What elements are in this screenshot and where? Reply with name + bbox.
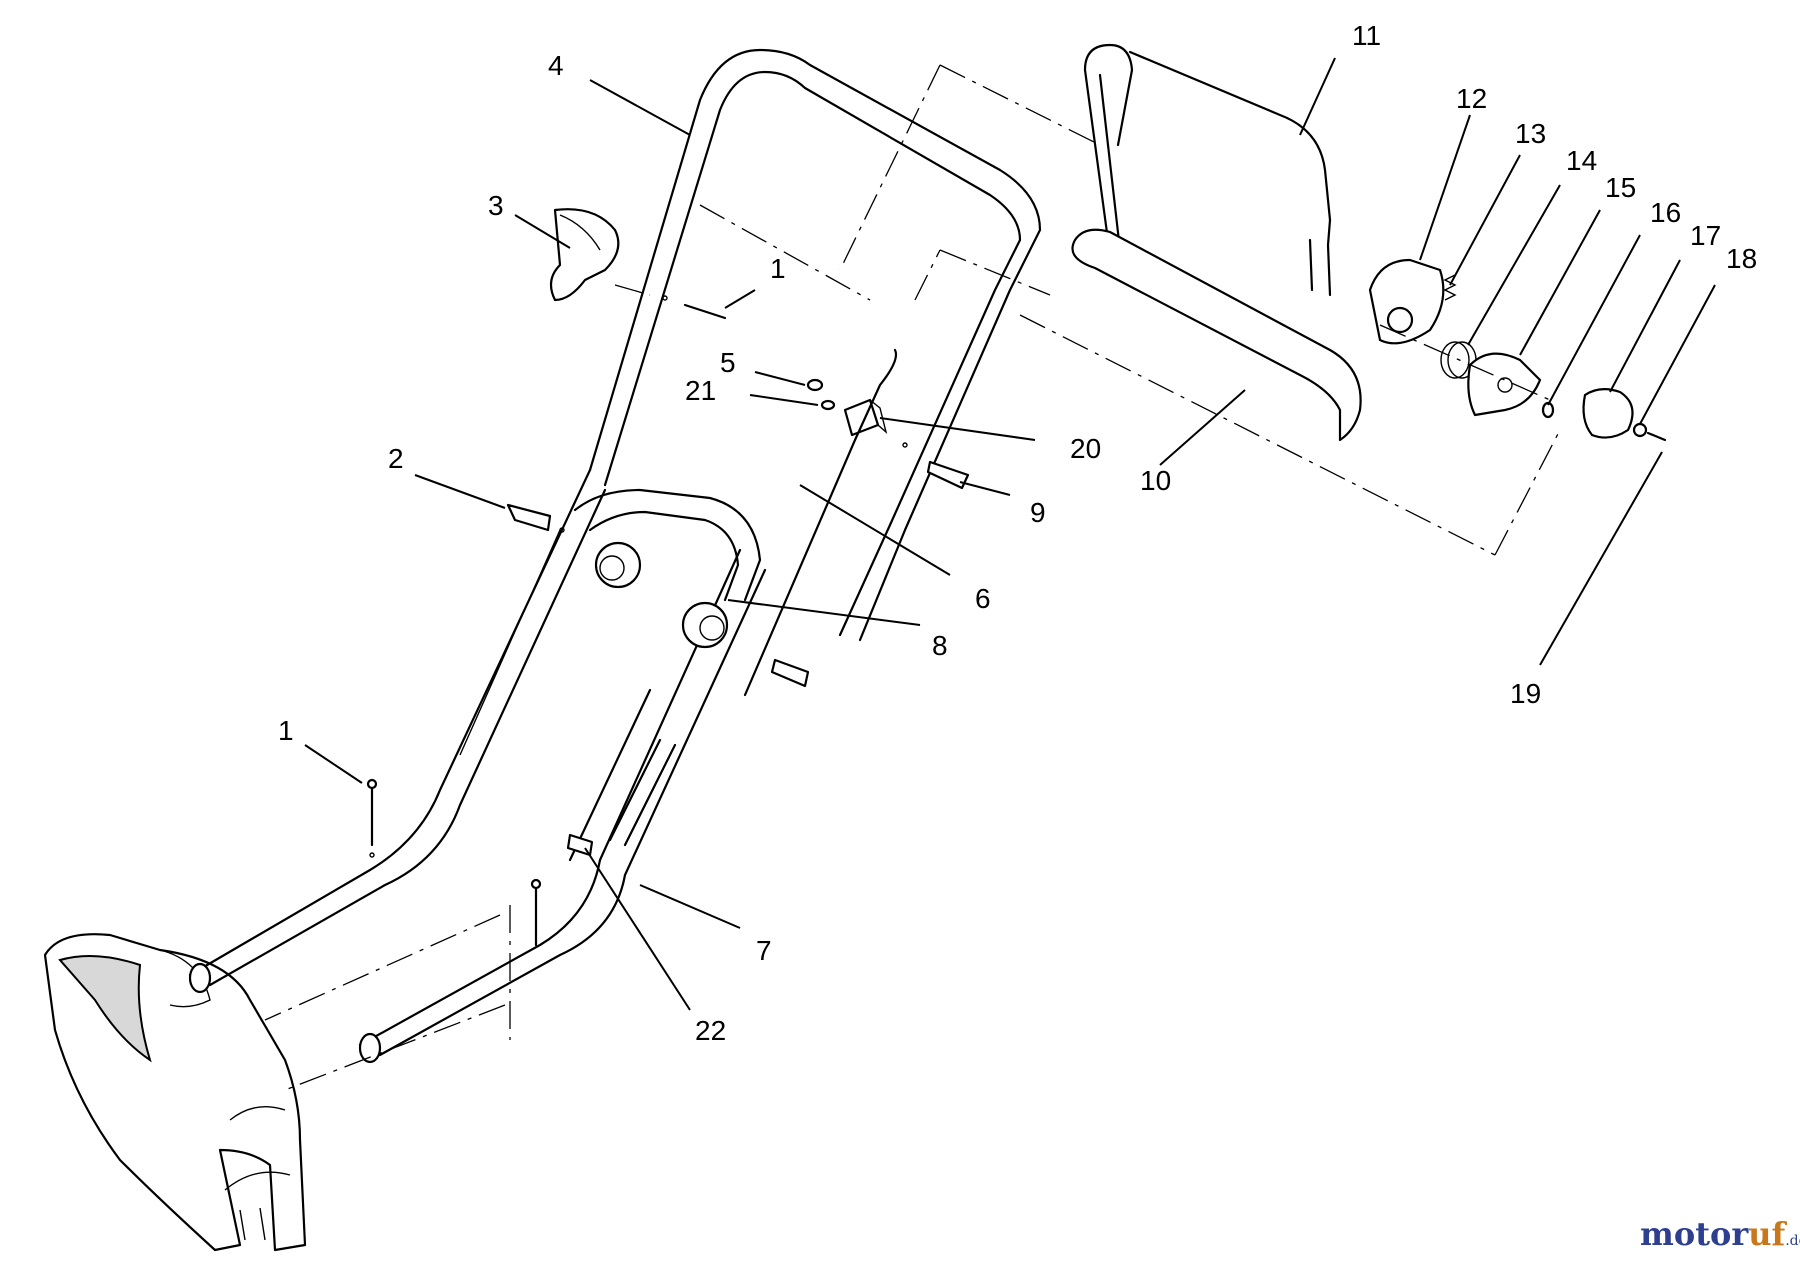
washer-18 [1632,422,1648,438]
callout-5: 5 [720,347,736,378]
callout-3: 3 [488,190,504,221]
motoruf-watermark-logo: motoruf.de [1640,1215,1800,1253]
carriage-bolt-2 [506,503,565,533]
callout-11: 11 [1352,20,1381,51]
operator-bail-11 [1083,43,1332,297]
callout-22: 22 [695,1015,726,1046]
bail-grip-10 [1071,228,1362,442]
lower-handle-left-tube [188,468,607,994]
callout-10: 10 [1140,465,1171,496]
watermark-brand-b: uf [1748,1215,1787,1253]
washer-5 [806,378,824,392]
callout-15: 15 [1605,172,1636,203]
callout-2: 2 [388,443,404,474]
callout-13: 13 [1515,118,1546,149]
washer-21 [820,399,836,411]
mower-deck-housing [43,933,307,1252]
callout-4: 4 [548,50,564,81]
callout-21: 21 [685,375,716,406]
bolt-1-deck [530,878,542,947]
callout-9: 9 [1030,497,1046,528]
handle-knob-8-right [681,601,729,649]
callout-6: 6 [975,583,991,614]
bolt-1-lower [366,778,378,858]
assembly-reference-lines [264,64,1561,1091]
handle-cross-brace [573,488,762,602]
watermark-suffix: .de [1785,1233,1800,1249]
callout-1-lower: 1 [278,715,294,746]
callout-19: 19 [1510,678,1541,709]
control-cable-6 [568,348,898,862]
spring-13 [1443,274,1457,301]
washer-16 [1541,401,1555,419]
lower-handle-7-marks [608,738,677,847]
callout-1-upper: 1 [770,253,786,284]
callout-14: 14 [1566,145,1597,176]
callout-18: 18 [1726,243,1757,274]
leader-lines [304,57,1716,1011]
callout-12: 12 [1456,83,1487,114]
carriage-bolt-lower [770,658,810,688]
callout-20: 20 [1070,433,1101,464]
bail-bracket-12 [1368,258,1445,345]
handle-knob-8-left [594,541,642,589]
callout-8: 8 [932,630,948,661]
cam-15 [1467,352,1542,417]
svg-text:motoruf.de: motoruf.de [1640,1215,1800,1253]
upper-handle [588,48,1042,642]
carriage-bolt-9 [902,442,970,490]
cover-17 [1582,388,1634,439]
screw-19 [1646,431,1667,442]
watermark-brand-a: motor [1640,1215,1749,1253]
cable-bracket-3 [549,208,651,302]
callout-labels: 1 1 2 3 4 5 6 7 8 9 10 11 12 13 14 15 16… [278,20,1757,1046]
callout-17: 17 [1690,220,1721,251]
bolt-1-upper [662,295,727,320]
callout-7: 7 [756,935,772,966]
callout-16: 16 [1650,197,1681,228]
lower-handle-right-tube [358,548,767,1064]
